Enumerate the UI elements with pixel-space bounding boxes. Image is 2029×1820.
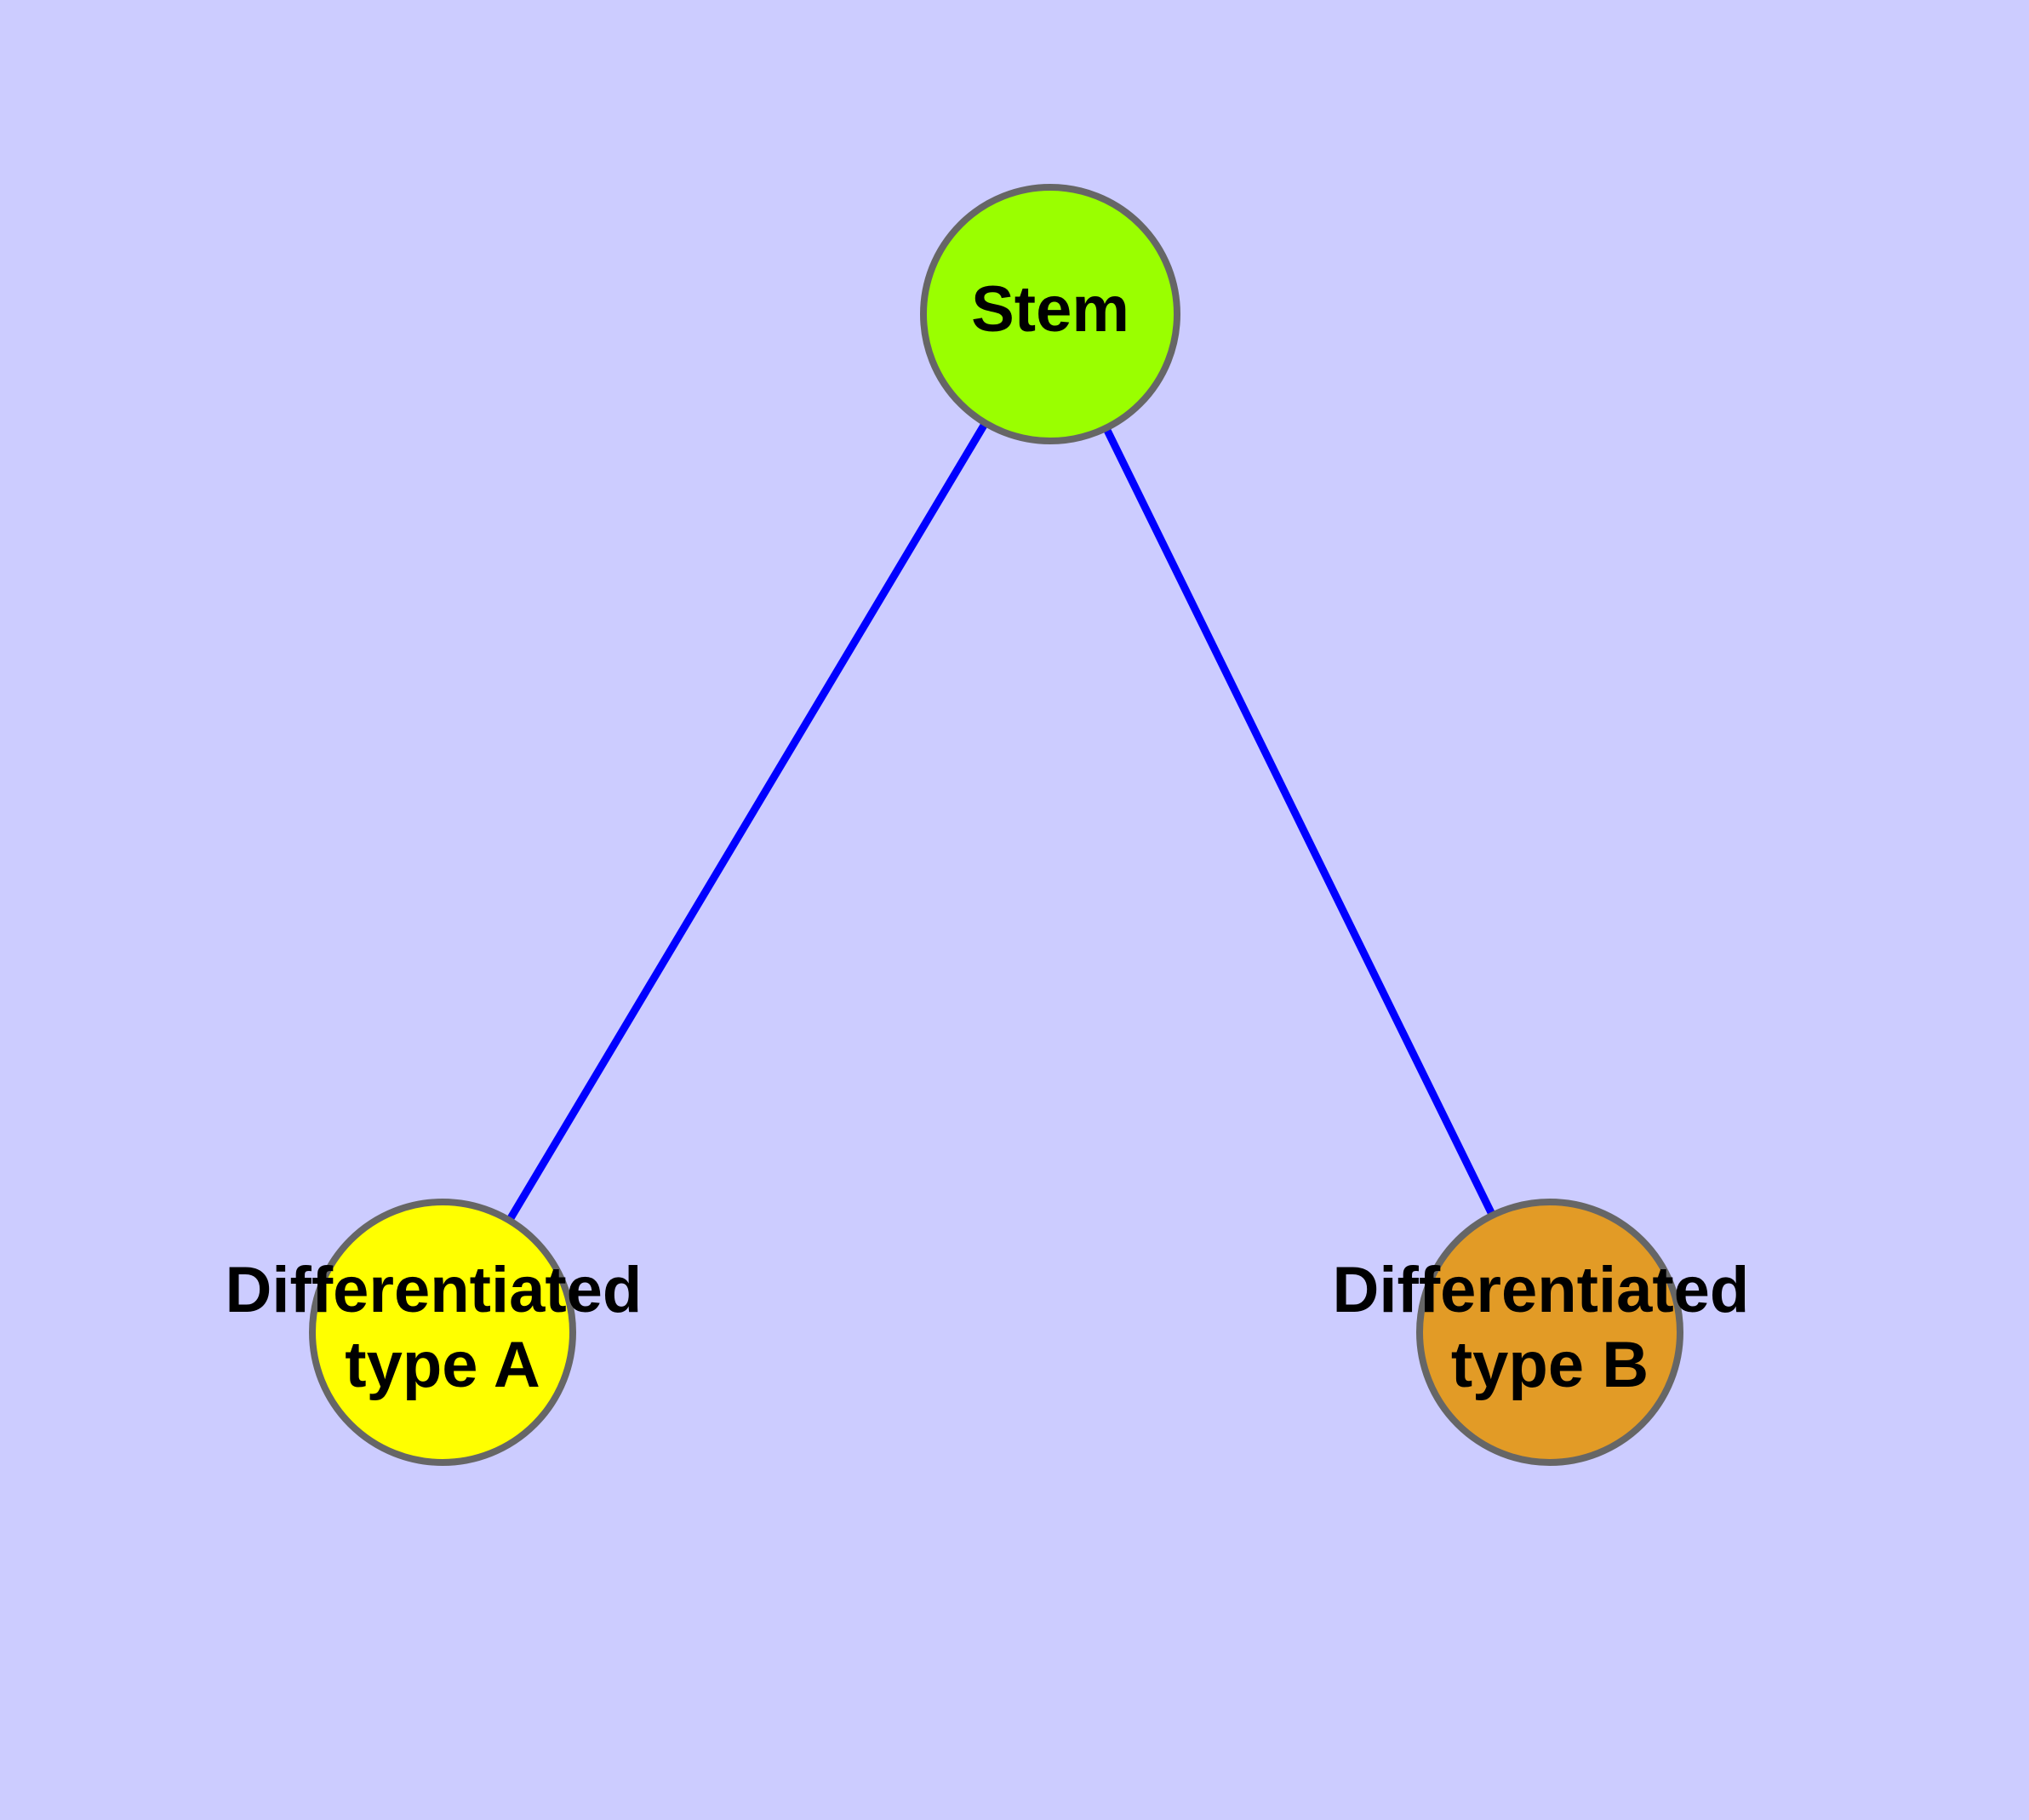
node-label-differentiated-type-a-line-1: Differentiated: [226, 1254, 643, 1326]
node-stem[interactable]: [920, 184, 1180, 444]
labels-layer: Stem Differentiated type A Differentiate…: [226, 273, 1768, 1401]
node-label-differentiated-type-b: Differentiated type B: [1333, 1254, 1768, 1401]
node-label-stem: Stem: [971, 273, 1129, 346]
node-label-differentiated-type-a: Differentiated type A: [226, 1254, 660, 1401]
node-label-stem-line-1: Stem: [971, 273, 1129, 346]
node-label-differentiated-type-a-line-2: type A: [345, 1329, 540, 1401]
nodes-layer: [309, 184, 1683, 1466]
node-label-differentiated-type-b-line-2: type B: [1451, 1329, 1649, 1401]
edges-layer: [504, 418, 1498, 1226]
edge-stem-to-differentiated-type-a[interactable]: [504, 418, 991, 1226]
node-label-differentiated-type-b-line-1: Differentiated: [1333, 1254, 1750, 1326]
edge-stem-to-differentiated-type-b[interactable]: [1100, 423, 1498, 1221]
node-differentiated-type-a[interactable]: [309, 1199, 576, 1466]
node-differentiated-type-b[interactable]: [1416, 1199, 1683, 1466]
